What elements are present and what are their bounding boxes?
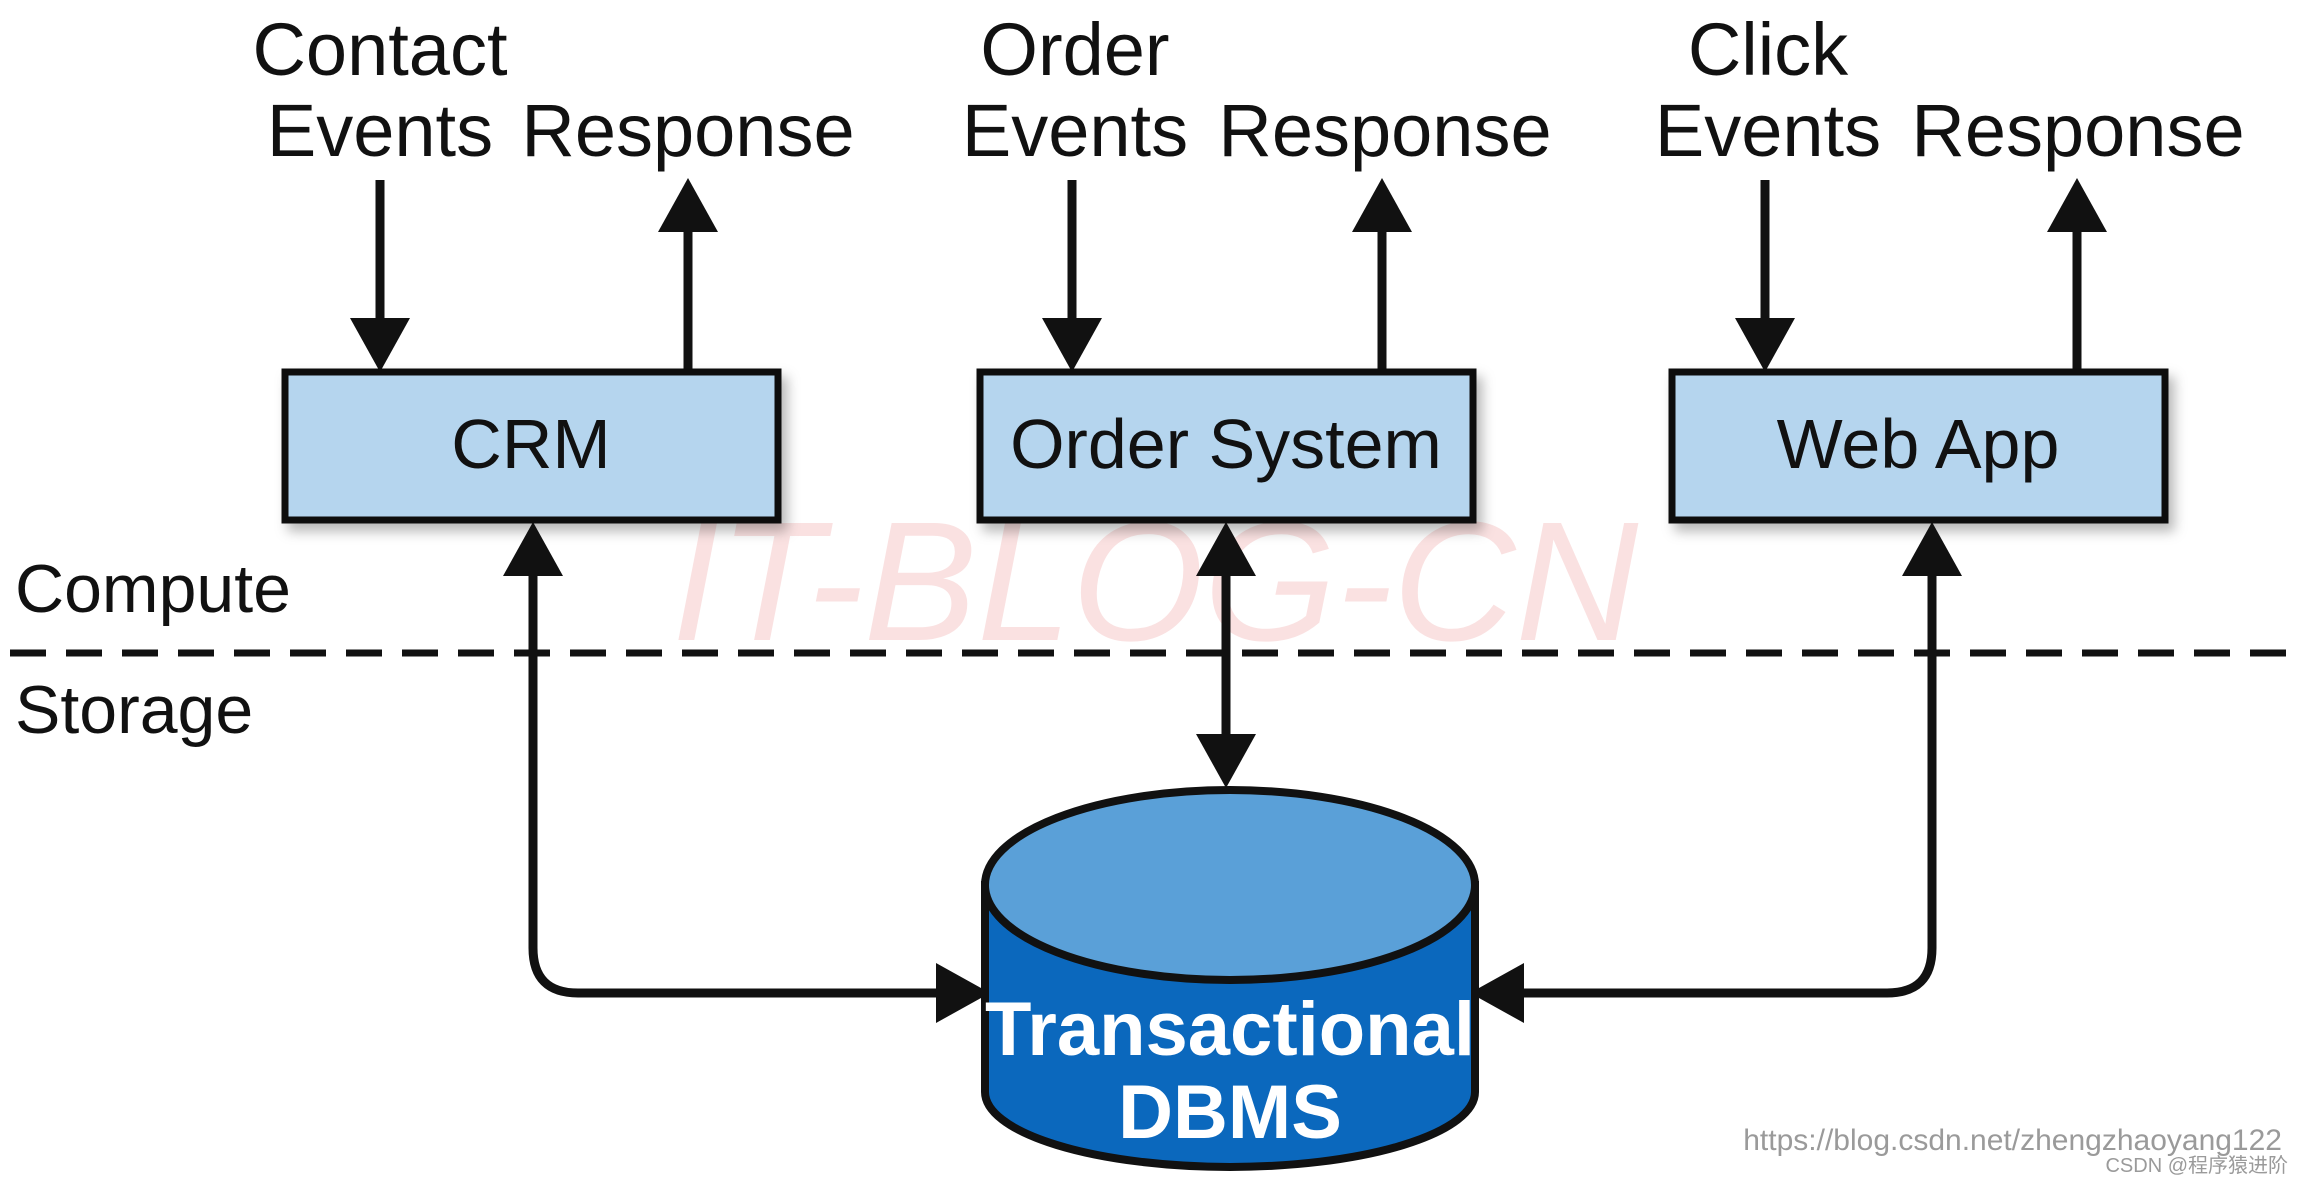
crm-box[interactable]: CRM	[281, 368, 782, 524]
web-db-connector	[1470, 522, 1962, 1023]
crm-input-label-line2: Events	[267, 89, 493, 172]
dbms-label-line1: Transactional	[985, 987, 1475, 1072]
web-output-label: Response	[1911, 89, 2244, 172]
order-input-label-line2: Events	[962, 89, 1188, 172]
compute-layer-label: Compute	[15, 551, 291, 627]
crm-output-label: Response	[521, 89, 854, 172]
web-input-label-line1: Click	[1688, 8, 1849, 91]
order-output-label: Response	[1218, 89, 1551, 172]
crm-column: Contact Events Response CRM	[252, 8, 855, 524]
crm-input-arrow	[350, 180, 410, 372]
web-app-box[interactable]: Web App	[1668, 368, 2169, 524]
crm-output-arrow	[658, 178, 718, 370]
crm-input-label-line1: Contact	[252, 8, 507, 91]
storage-layer-label: Storage	[15, 672, 253, 748]
crm-box-label: CRM	[451, 405, 610, 483]
order-system-box[interactable]: Order System	[976, 368, 1477, 524]
crm-db-connector	[503, 522, 990, 1023]
web-input-label-line2: Events	[1655, 89, 1881, 172]
order-system-box-label: Order System	[1010, 405, 1442, 483]
source-url-text: https://blog.csdn.net/zhengzhaoyang122	[1743, 1124, 2282, 1157]
transactional-dbms-cylinder[interactable]: Transactional DBMS	[981, 786, 1479, 1171]
web-input-arrow	[1735, 180, 1795, 372]
order-input-label-line1: Order	[980, 8, 1169, 91]
author-credit-text: CSDN @程序猿进阶	[2105, 1154, 2288, 1177]
dbms-label-line2: DBMS	[1118, 1070, 1342, 1155]
web-output-arrow	[2047, 178, 2107, 370]
web-column: Click Events Response Web App	[1655, 8, 2245, 524]
order-output-arrow	[1352, 178, 1412, 370]
order-input-arrow	[1042, 180, 1102, 372]
order-db-connector	[1196, 522, 1256, 788]
order-column: Order Events Response Order System	[962, 8, 1552, 524]
web-app-box-label: Web App	[1777, 405, 2060, 483]
